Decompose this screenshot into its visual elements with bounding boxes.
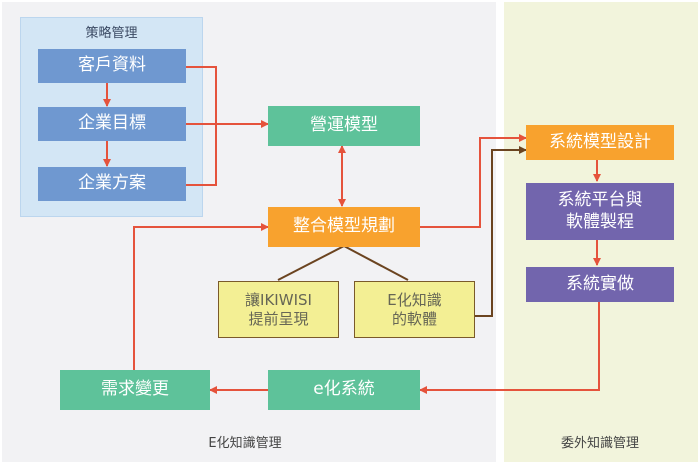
- node-e-system[interactable]: e化系統: [268, 370, 420, 410]
- e-knowledge-management-label: E化知識管理: [208, 436, 282, 451]
- node-operation-model[interactable]: 營運模型: [268, 106, 420, 146]
- node-customer-data[interactable]: 客戶資料: [38, 49, 186, 83]
- strategy-management-title: 策略管理: [85, 26, 138, 41]
- node-ikiwisi[interactable]: 讓IKIWISI 提前呈現: [218, 281, 339, 338]
- node-platform-software-process[interactable]: 系統平台與 軟體製程: [526, 183, 674, 240]
- node-business-plan[interactable]: 企業方案: [38, 167, 186, 201]
- node-requirement-change[interactable]: 需求變更: [60, 370, 210, 410]
- outsourced-knowledge-management-label: 委外知識管理: [560, 436, 639, 451]
- node-business-goal[interactable]: 企業目標: [38, 107, 186, 141]
- node-system-model-design[interactable]: 系統模型設計: [526, 125, 674, 160]
- node-e-knowledge-software[interactable]: E化知識 的軟體: [354, 281, 475, 338]
- node-integration-planning[interactable]: 整合模型規劃: [268, 207, 420, 247]
- node-system-implementation[interactable]: 系統實做: [526, 267, 674, 302]
